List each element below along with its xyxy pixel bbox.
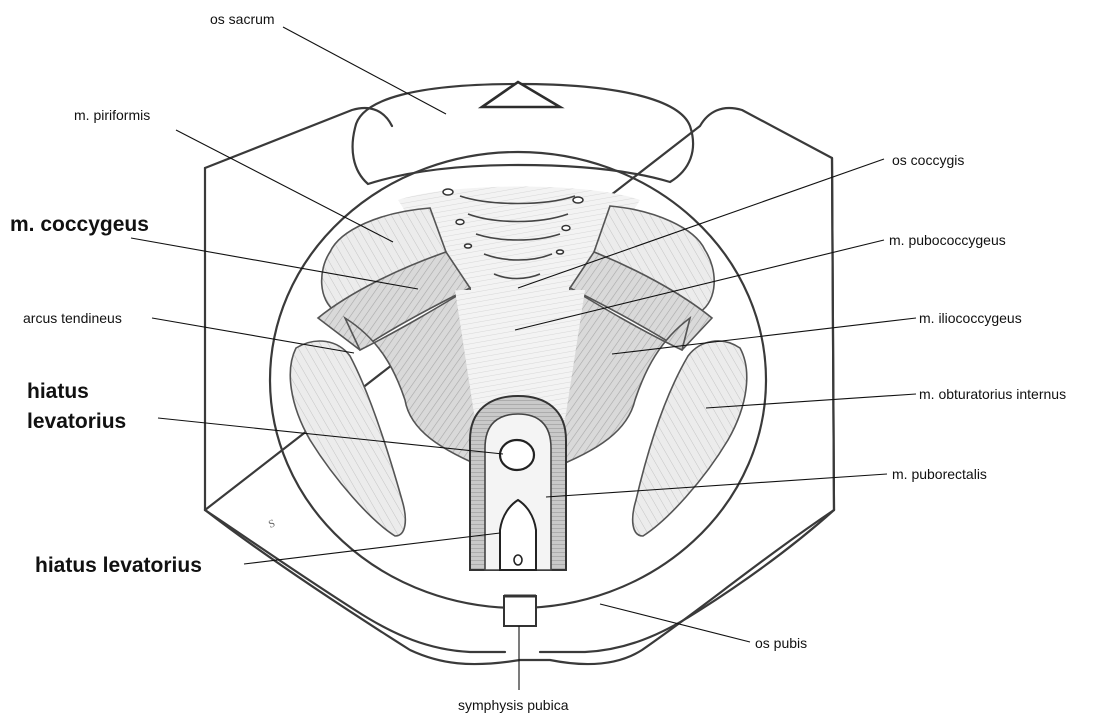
- label-m-piriformis: m. piriformis: [74, 107, 150, 123]
- label-m-puborectalis: m. puborectalis: [892, 466, 987, 482]
- label-hiatus-levatorius-line2: levatorius: [27, 410, 126, 433]
- label-os-coccygis: os coccygis: [892, 152, 964, 168]
- rectal-opening: [500, 440, 534, 470]
- label-os-pubis: os pubis: [755, 635, 807, 651]
- symphysis-block: [504, 596, 536, 626]
- label-m-coccygeus: m. coccygeus: [10, 213, 149, 236]
- label-arcus-tendineus: arcus tendineus: [23, 310, 122, 326]
- label-m-iliococcygeus: m. iliococcygeus: [919, 310, 1022, 326]
- label-hiatus-levatorius-line1: hiatus: [27, 380, 89, 403]
- pelvis-drawing: S: [205, 82, 834, 664]
- leader-os-sacrum: [283, 27, 446, 114]
- sacral-canal: [482, 82, 560, 107]
- label-symphysis-pubica: symphysis pubica: [458, 697, 569, 713]
- label-hiatus-levatorius-2: hiatus levatorius: [35, 554, 202, 577]
- label-m-pubococcygeus: m. pubococcygeus: [889, 232, 1006, 248]
- label-m-obturatorius-internus: m. obturatorius internus: [919, 386, 1066, 402]
- urethral-opening: [514, 555, 522, 565]
- label-os-sacrum: os sacrum: [210, 11, 275, 27]
